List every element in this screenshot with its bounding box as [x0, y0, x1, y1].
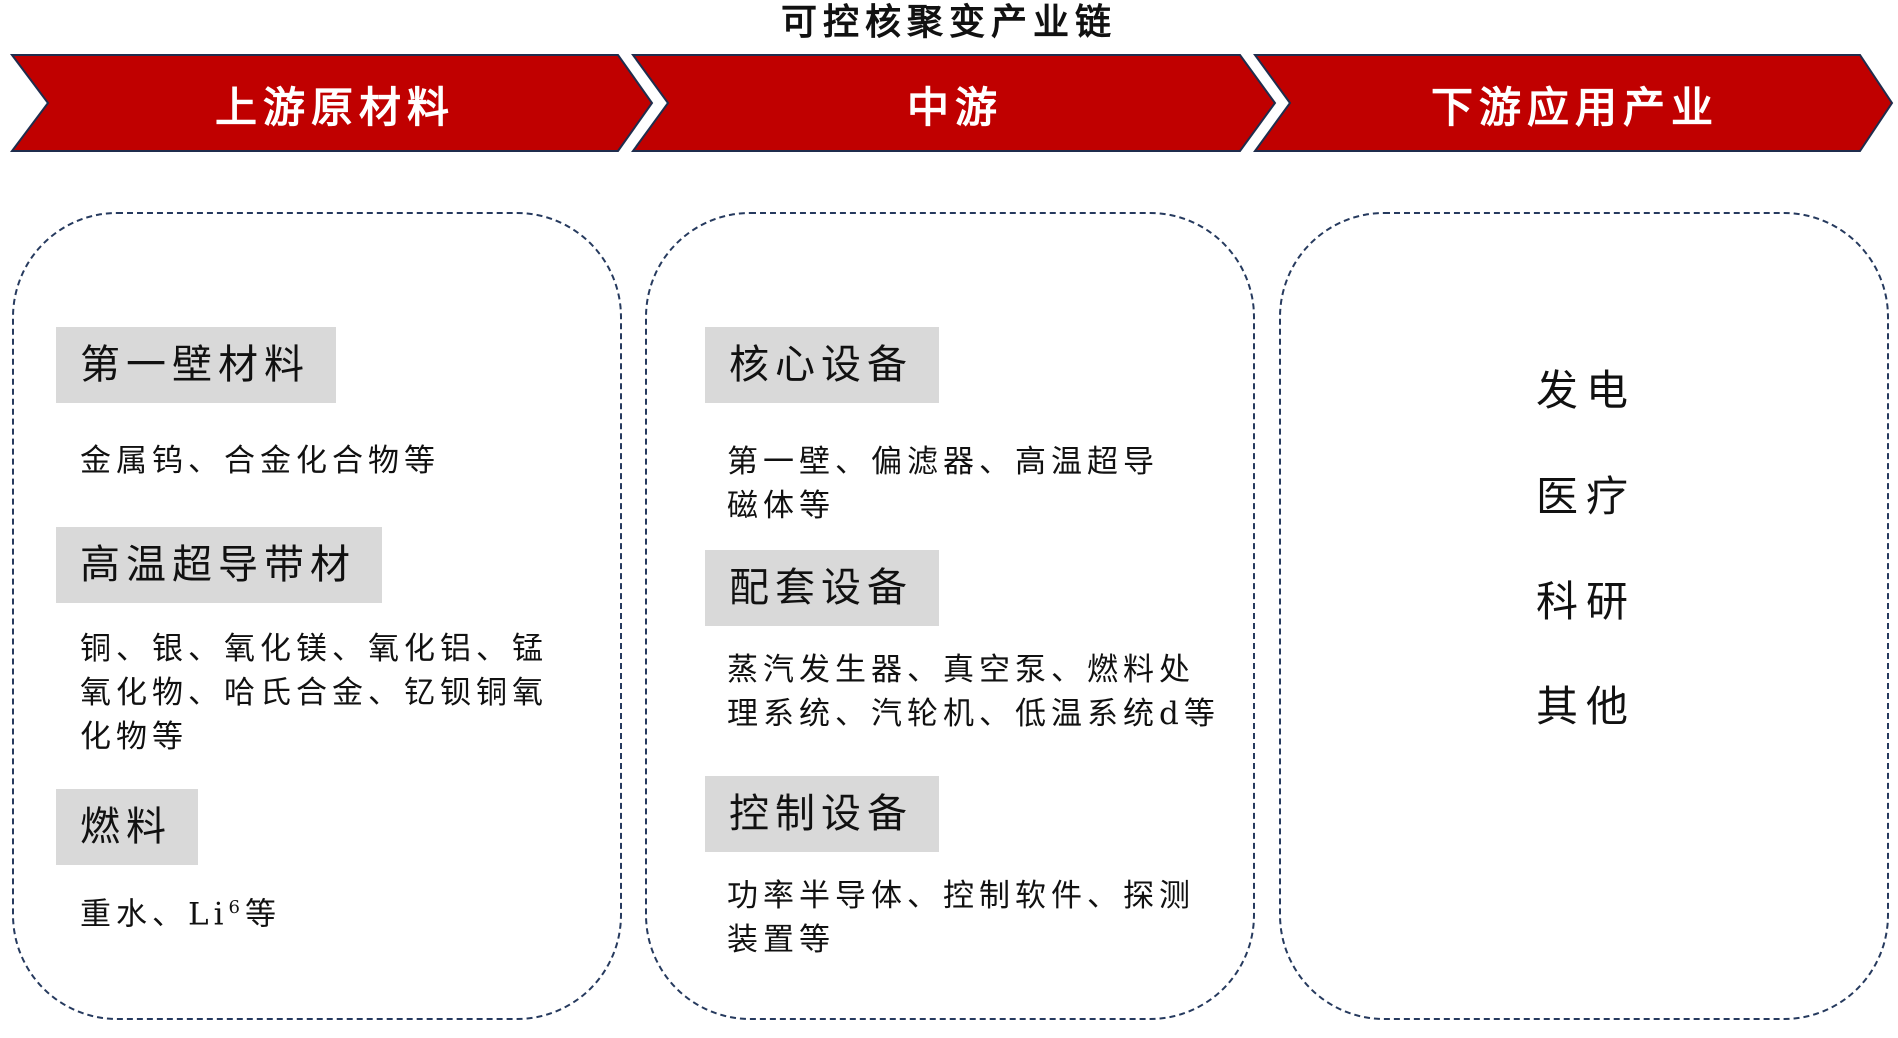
downstream-item-power: 发电 [1535, 366, 1636, 415]
stage-label-upstream: 上游原材料 [214, 83, 455, 132]
midstream-group-core: 核心设备 [705, 327, 939, 403]
upstream-fuel-superscript: 6 [228, 897, 245, 918]
midstream-items-control: 功率半导体、控制软件、探测装置等 [727, 878, 1195, 958]
stage-label-downstream: 下游应用产业 [1430, 83, 1719, 132]
stage-arrow-upstream [10, 54, 654, 152]
downstream-item-other: 其他 [1535, 682, 1636, 731]
midstream-items-core: 第一壁、偏滤器、高温超导磁体等 [727, 444, 1159, 524]
upstream-group-fuel: 燃料 [56, 789, 198, 865]
upstream-items-fuel: 重水、Li6等 [80, 886, 580, 936]
upstream-items-hts-tape: 铜、银、氧化镁、氧化铝、锰氧化物、哈氏合金、钇钡铜氧化物等 [80, 631, 548, 755]
upstream-fuel-text: 重水、Li [80, 896, 229, 933]
upstream-items-first-wall: 金属钨、合金化合物等 [80, 443, 440, 479]
midstream-group-control: 控制设备 [705, 776, 939, 852]
downstream-panel: 发电 医疗 科研 其他 [1279, 212, 1889, 1020]
stage-arrow-downstream [1253, 54, 1894, 152]
downstream-item-research: 科研 [1535, 577, 1636, 626]
stage-arrows [10, 54, 1894, 152]
downstream-item-medical: 医疗 [1535, 472, 1636, 521]
upstream-panel: 第一壁材料 金属钨、合金化合物等 高温超导带材 铜、银、氧化镁、氧化铝、锰氧化物… [12, 212, 622, 1020]
midstream-items-supporting: 蒸汽发生器、真空泵、燃料处理系统、汽轮机、低温系统d等 [727, 652, 1220, 732]
diagram-title: 可控核聚变产业链 [780, 1, 1117, 43]
upstream-fuel-tail: 等 [244, 896, 281, 933]
upstream-group-hts-tape: 高温超导带材 [56, 527, 382, 603]
midstream-panel: 核心设备 第一壁、偏滤器、高温超导磁体等 配套设备 蒸汽发生器、真空泵、燃料处理… [645, 212, 1255, 1020]
upstream-group-first-wall: 第一壁材料 [56, 327, 336, 403]
stage-label-midstream: 中游 [906, 83, 1003, 132]
midstream-group-supporting: 配套设备 [705, 550, 939, 626]
stage-arrow-midstream [631, 54, 1277, 152]
